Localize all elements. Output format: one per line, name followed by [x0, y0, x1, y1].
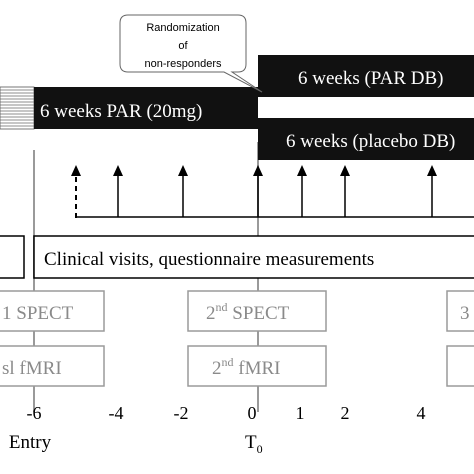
timeline-ticks: -6 -4 -2 0 1 2 4: [27, 403, 426, 423]
third-fmri-box: [446, 345, 474, 387]
tick-label: 1: [296, 403, 305, 423]
tick-label: -2: [174, 403, 189, 423]
open-label-phase-label: 6 weeks PAR (20mg): [40, 101, 202, 122]
visit-arrow-week-2: [340, 165, 350, 217]
baseline-fmri-box: [0, 345, 105, 387]
tick-label: -6: [27, 403, 42, 423]
placebo-double-blind-bar: [258, 118, 474, 160]
clinical-visits-box: [33, 235, 474, 279]
visit-arrow-week-minus2: [178, 165, 188, 217]
visit-arrow-week-0: [253, 165, 263, 217]
visit-arrow-week-4: [427, 165, 437, 217]
tick-label: 2: [341, 403, 350, 423]
third-spect-box: [446, 290, 474, 332]
clinical-visits-label: Clinical visits, questionnaire measureme…: [44, 249, 374, 270]
visit-arrow-week-minus4: [113, 165, 123, 217]
second-spect-label: 2nd SPECT: [206, 300, 290, 324]
open-label-phase-bar: [34, 87, 258, 129]
tick-label: 0: [248, 403, 257, 423]
tick-label: 4: [417, 403, 426, 423]
third-spect-label: 3: [460, 303, 470, 324]
visit-arrow-week-1: [297, 165, 307, 217]
visit-arrow-dashed-baseline-head: [71, 165, 81, 176]
callout-line-3: non-responders: [144, 58, 222, 70]
run-in-stripe-lines: [0, 89, 34, 127]
callout-line-1: Randomization: [146, 22, 219, 34]
t0-label: T0: [245, 432, 263, 456]
placebo-double-blind-label: 6 weeks (placebo DB): [286, 131, 455, 152]
par-double-blind-bar: [258, 55, 474, 97]
second-spect-box: [187, 290, 327, 332]
tick-label: -4: [109, 403, 124, 423]
baseline-fmri-label: sl fMRI: [2, 358, 62, 379]
callout-line-2: of: [178, 40, 188, 52]
randomization-callout-bubble: [119, 14, 263, 93]
second-fmri-box: [187, 345, 327, 387]
baseline-spect-box: [0, 290, 105, 332]
baseline-spect-label: 1 SPECT: [2, 303, 74, 324]
entry-label: Entry: [9, 432, 52, 453]
left-partial-box: [0, 235, 25, 279]
second-fmri-label: 2nd fMRI: [212, 355, 280, 379]
par-double-blind-label: 6 weeks (PAR DB): [298, 68, 444, 89]
